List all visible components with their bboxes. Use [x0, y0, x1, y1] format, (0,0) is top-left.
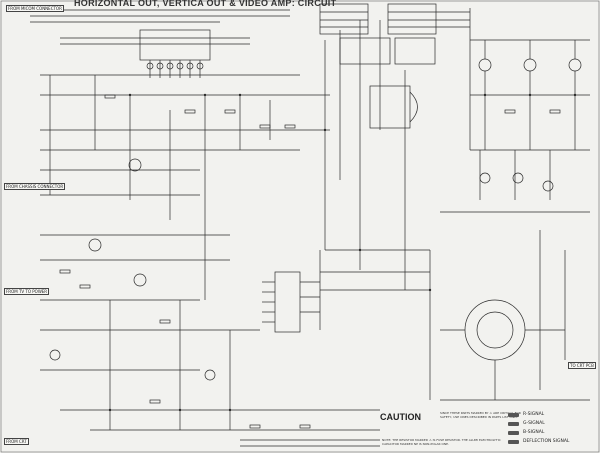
legend-item-b: B-SIGNAL: [508, 428, 598, 437]
legend-swatch: [508, 421, 519, 426]
connector-tag-chassis: FROM CHASSIS CONNECTOR: [4, 183, 66, 190]
legend-item-deflection: DEFLECTION SIGNAL: [508, 437, 598, 446]
connector-tag-power: FROM TV TO POWER: [4, 288, 50, 295]
signal-legend: R-SIGNAL G-SIGNAL B-SIGNAL DEFLECTION SI…: [508, 410, 598, 446]
legend-item-g: G-SIGNAL: [508, 419, 598, 428]
legend-item-r: R-SIGNAL: [508, 410, 598, 419]
legend-label: R-SIGNAL: [523, 412, 545, 417]
connector-tag-micom: FROM MICOM CONNECTOR: [6, 5, 64, 12]
legend-swatch: [508, 439, 519, 444]
legend-label: G-SIGNAL: [523, 421, 545, 426]
connector-tag-crt-pcb: TO CRT PCB: [568, 362, 596, 369]
caution-heading: CAUTION: [380, 412, 421, 422]
legend-label: DEFLECTION SIGNAL: [523, 439, 570, 444]
caution-text: SINCE THESE PARTS MARKED BY ⚠ ARE CRITIC…: [440, 411, 521, 419]
page-title: HORIZONTAL OUT, VERTICA OUT & VIDEO AMP:…: [74, 0, 337, 8]
legend-label: B-SIGNAL: [523, 430, 545, 435]
legend-swatch: [508, 412, 519, 417]
connector-tag-crt: FROM CRT: [4, 438, 29, 445]
legend-swatch: [508, 430, 519, 435]
note-text: NOTE: THE RESISTOR MARKED ⚠ IS FUSE RESI…: [382, 438, 501, 446]
